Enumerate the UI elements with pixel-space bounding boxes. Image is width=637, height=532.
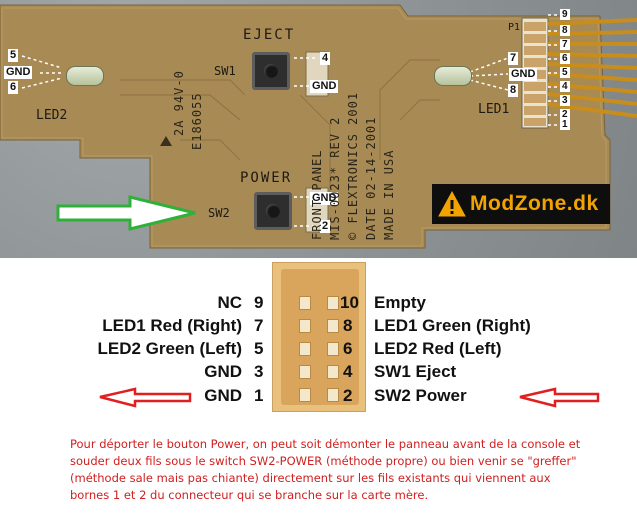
connector-pin <box>299 342 311 356</box>
sw2-label: SW2 <box>208 206 230 220</box>
connector-mark-p1: P1 <box>508 22 521 33</box>
conn-pin-8: 8 <box>560 25 570 36</box>
silk-front-panel: FRONT PANEL <box>310 149 324 240</box>
diagram-pin-4: 4 <box>343 362 353 381</box>
silk-flextronics: © FLEXTRONICS 2001 <box>346 91 360 240</box>
conn-pin-9: 9 <box>560 9 570 20</box>
silk-date: DATE 02-14-2001 <box>364 116 378 240</box>
connector-pin <box>299 365 311 379</box>
diagram-pin-10: 10 <box>340 293 359 312</box>
diagram-right-label-4: SW1 Eject <box>374 362 457 381</box>
led2-label: LED2 <box>36 108 68 123</box>
eject-button <box>252 52 290 90</box>
left-pin-5: 5 <box>8 49 19 62</box>
silk-e186055: E186055 <box>190 92 204 150</box>
right-led-pin-8: 8 <box>508 84 519 97</box>
diagram-right-label-8: LED1 Green (Right) <box>374 316 531 335</box>
conn-pin-6: 6 <box>560 53 570 64</box>
silk-mis-rev: MIS-0023* REV 2 <box>328 116 342 240</box>
diagram-pin-8: 8 <box>343 316 353 335</box>
conn-pin-1: 1 <box>560 119 570 130</box>
conn-pin-4: 4 <box>560 81 570 92</box>
connector-pin <box>299 319 311 333</box>
diagram-pin-6: 6 <box>343 339 353 358</box>
connector-image <box>272 262 366 412</box>
connector-pin <box>327 365 339 379</box>
diagram-left-label-3: GND <box>204 362 242 381</box>
power-button <box>254 192 292 230</box>
conn-pin-7: 7 <box>560 39 570 50</box>
modzone-logo: ModZone.dk <box>432 184 610 224</box>
left-pin-6: 6 <box>8 81 19 94</box>
diagram-left-label-1: GND <box>204 386 242 405</box>
connector-housing <box>281 269 359 405</box>
right-led-pin-gnd: GND <box>509 68 538 81</box>
green-arrow <box>56 195 196 231</box>
diagram-left-label-7: LED1 Red (Right) <box>102 316 242 335</box>
left-pin-gnd: GND <box>4 66 33 79</box>
diagram-pin-2: 2 <box>343 386 353 405</box>
sw1-label: SW1 <box>214 64 236 78</box>
silk-made-in: MADE IN USA <box>382 149 396 240</box>
conn-pin-3: 3 <box>560 95 570 106</box>
diagram-left-label-9: NC <box>217 293 242 312</box>
power-pin-2: 2 <box>320 220 331 233</box>
eject-title: EJECT <box>243 27 296 43</box>
diagram-pin-3: 3 <box>254 362 264 381</box>
silk-94v0: 2A 94V-0 <box>172 70 186 136</box>
right-led-pin-7: 7 <box>508 52 519 65</box>
connector-pin <box>327 342 339 356</box>
diagram-right-label-2: SW2 Power <box>374 386 467 405</box>
diagram-pin-9: 9 <box>254 293 264 312</box>
power-pin-gnd: GND <box>310 192 339 205</box>
warning-triangle-icon <box>438 190 466 217</box>
diagram-right-label-10: Empty <box>374 293 426 312</box>
diagram-pin-5: 5 <box>254 339 264 358</box>
eject-pin-gnd: GND <box>310 80 339 93</box>
led1-label: LED1 <box>478 102 510 117</box>
diagram-pin-1: 1 <box>254 386 264 405</box>
eject-pin-4: 4 <box>320 52 331 65</box>
conn-pin-5: 5 <box>560 67 570 78</box>
connector-pin <box>299 296 311 310</box>
diagram-pin-7: 7 <box>254 316 264 335</box>
connector-pin <box>327 319 339 333</box>
diagram-right-label-6: LED2 Red (Left) <box>374 339 502 358</box>
led1-bulb <box>434 66 472 86</box>
conn-pin-2: 2 <box>560 109 570 120</box>
power-title: POWER <box>240 170 293 186</box>
led2-bulb <box>66 66 104 86</box>
diagram-left-label-5: LED2 Green (Left) <box>97 339 242 358</box>
logo-text: ModZone.dk <box>470 192 599 215</box>
connector-pin <box>327 296 339 310</box>
instruction-note: Pour déporter le bouton Power, on peut s… <box>70 437 581 502</box>
pcb-photo: 5 GND 6 LED2 LED1 7 GND 8 9 8 7 6 5 4 3 … <box>0 0 637 258</box>
red-arrow-left <box>99 387 192 408</box>
connector-pin <box>299 388 311 402</box>
connector-pin <box>327 388 339 402</box>
red-arrow-right <box>519 387 600 408</box>
